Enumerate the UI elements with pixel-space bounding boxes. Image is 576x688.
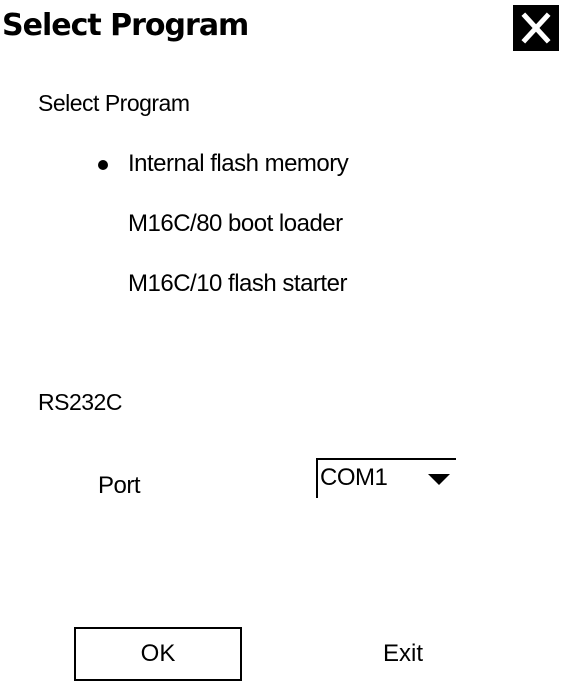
title-bar: Select Program <box>0 0 576 58</box>
option-label: M16C/80 boot loader <box>128 210 343 237</box>
option-label: Internal flash memory <box>128 150 349 177</box>
selected-dot-icon <box>98 160 108 170</box>
close-icon <box>521 12 551 44</box>
close-button[interactable] <box>513 5 559 51</box>
ok-button[interactable]: OK <box>74 627 242 681</box>
rs232c-label: RS232C <box>38 389 122 415</box>
select-border-top <box>316 458 456 460</box>
window-title: Select Program <box>2 8 249 43</box>
triangle-down-icon[interactable] <box>428 474 450 486</box>
port-select-value: COM1 <box>320 464 388 491</box>
port-label: Port <box>98 472 141 499</box>
select-program-label: Select Program <box>38 90 190 116</box>
port-select[interactable]: COM1 <box>316 458 456 498</box>
exit-button[interactable]: Exit <box>382 640 423 667</box>
select-border-left <box>316 458 318 498</box>
option-label: M16C/10 flash starter <box>128 270 347 297</box>
